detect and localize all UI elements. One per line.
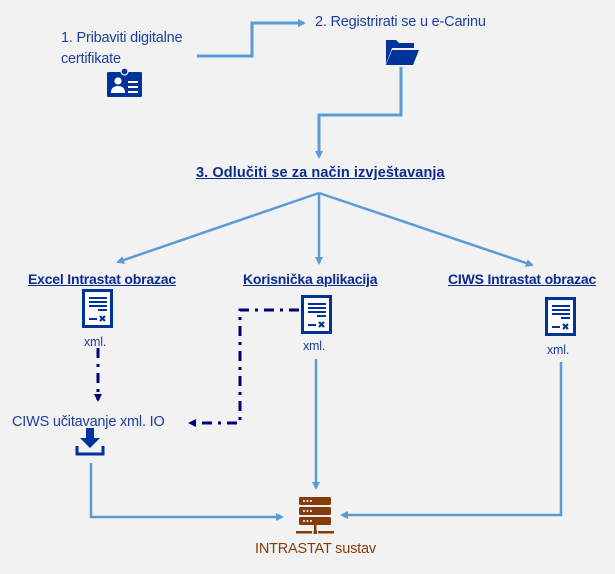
option-ciws-intrastat-label[interactable]: CIWS Intrastat obrazac [448, 271, 597, 287]
intrastat-system-label: INTRASTAT sustav [255, 541, 376, 557]
step2-label: 2. Registrirati se u e-Carinu [315, 14, 486, 30]
document-icon [82, 289, 113, 328]
document-icon [301, 295, 332, 334]
upload-tray-icon [75, 428, 105, 456]
step3-heading: 3. Odlučiti se za način izvještavanja [196, 165, 445, 181]
step1-label: 1. Pribaviti digitalne certifikate [61, 30, 183, 67]
connector-ciws-load-intrastat [89, 463, 284, 521]
connector-korisnicka-ciws-load [188, 308, 299, 427]
connector-ciws-intrastat [340, 362, 563, 519]
server-icon [296, 497, 334, 534]
connector-step1-step2 [197, 19, 306, 58]
id-card-icon [107, 68, 142, 97]
folder-open-icon [386, 40, 419, 65]
option-korisnicka-aplikacija-label[interactable]: Korisnička aplikacija [243, 271, 378, 287]
document-icon [545, 297, 576, 336]
option-excel-intrastat-label[interactable]: Excel Intrastat obrazac [28, 271, 176, 287]
excel-xml-label: xml. [84, 335, 107, 349]
ciws-upload-label: CIWS učitavanje xml. IO [12, 414, 165, 430]
connector-step3-excel [116, 191, 320, 264]
ciws-xml-label: xml. [547, 343, 570, 357]
korisnicka-xml-label: xml. [303, 339, 326, 353]
connector-step2-step3 [315, 67, 403, 159]
connector-step3-ciws [318, 191, 534, 267]
